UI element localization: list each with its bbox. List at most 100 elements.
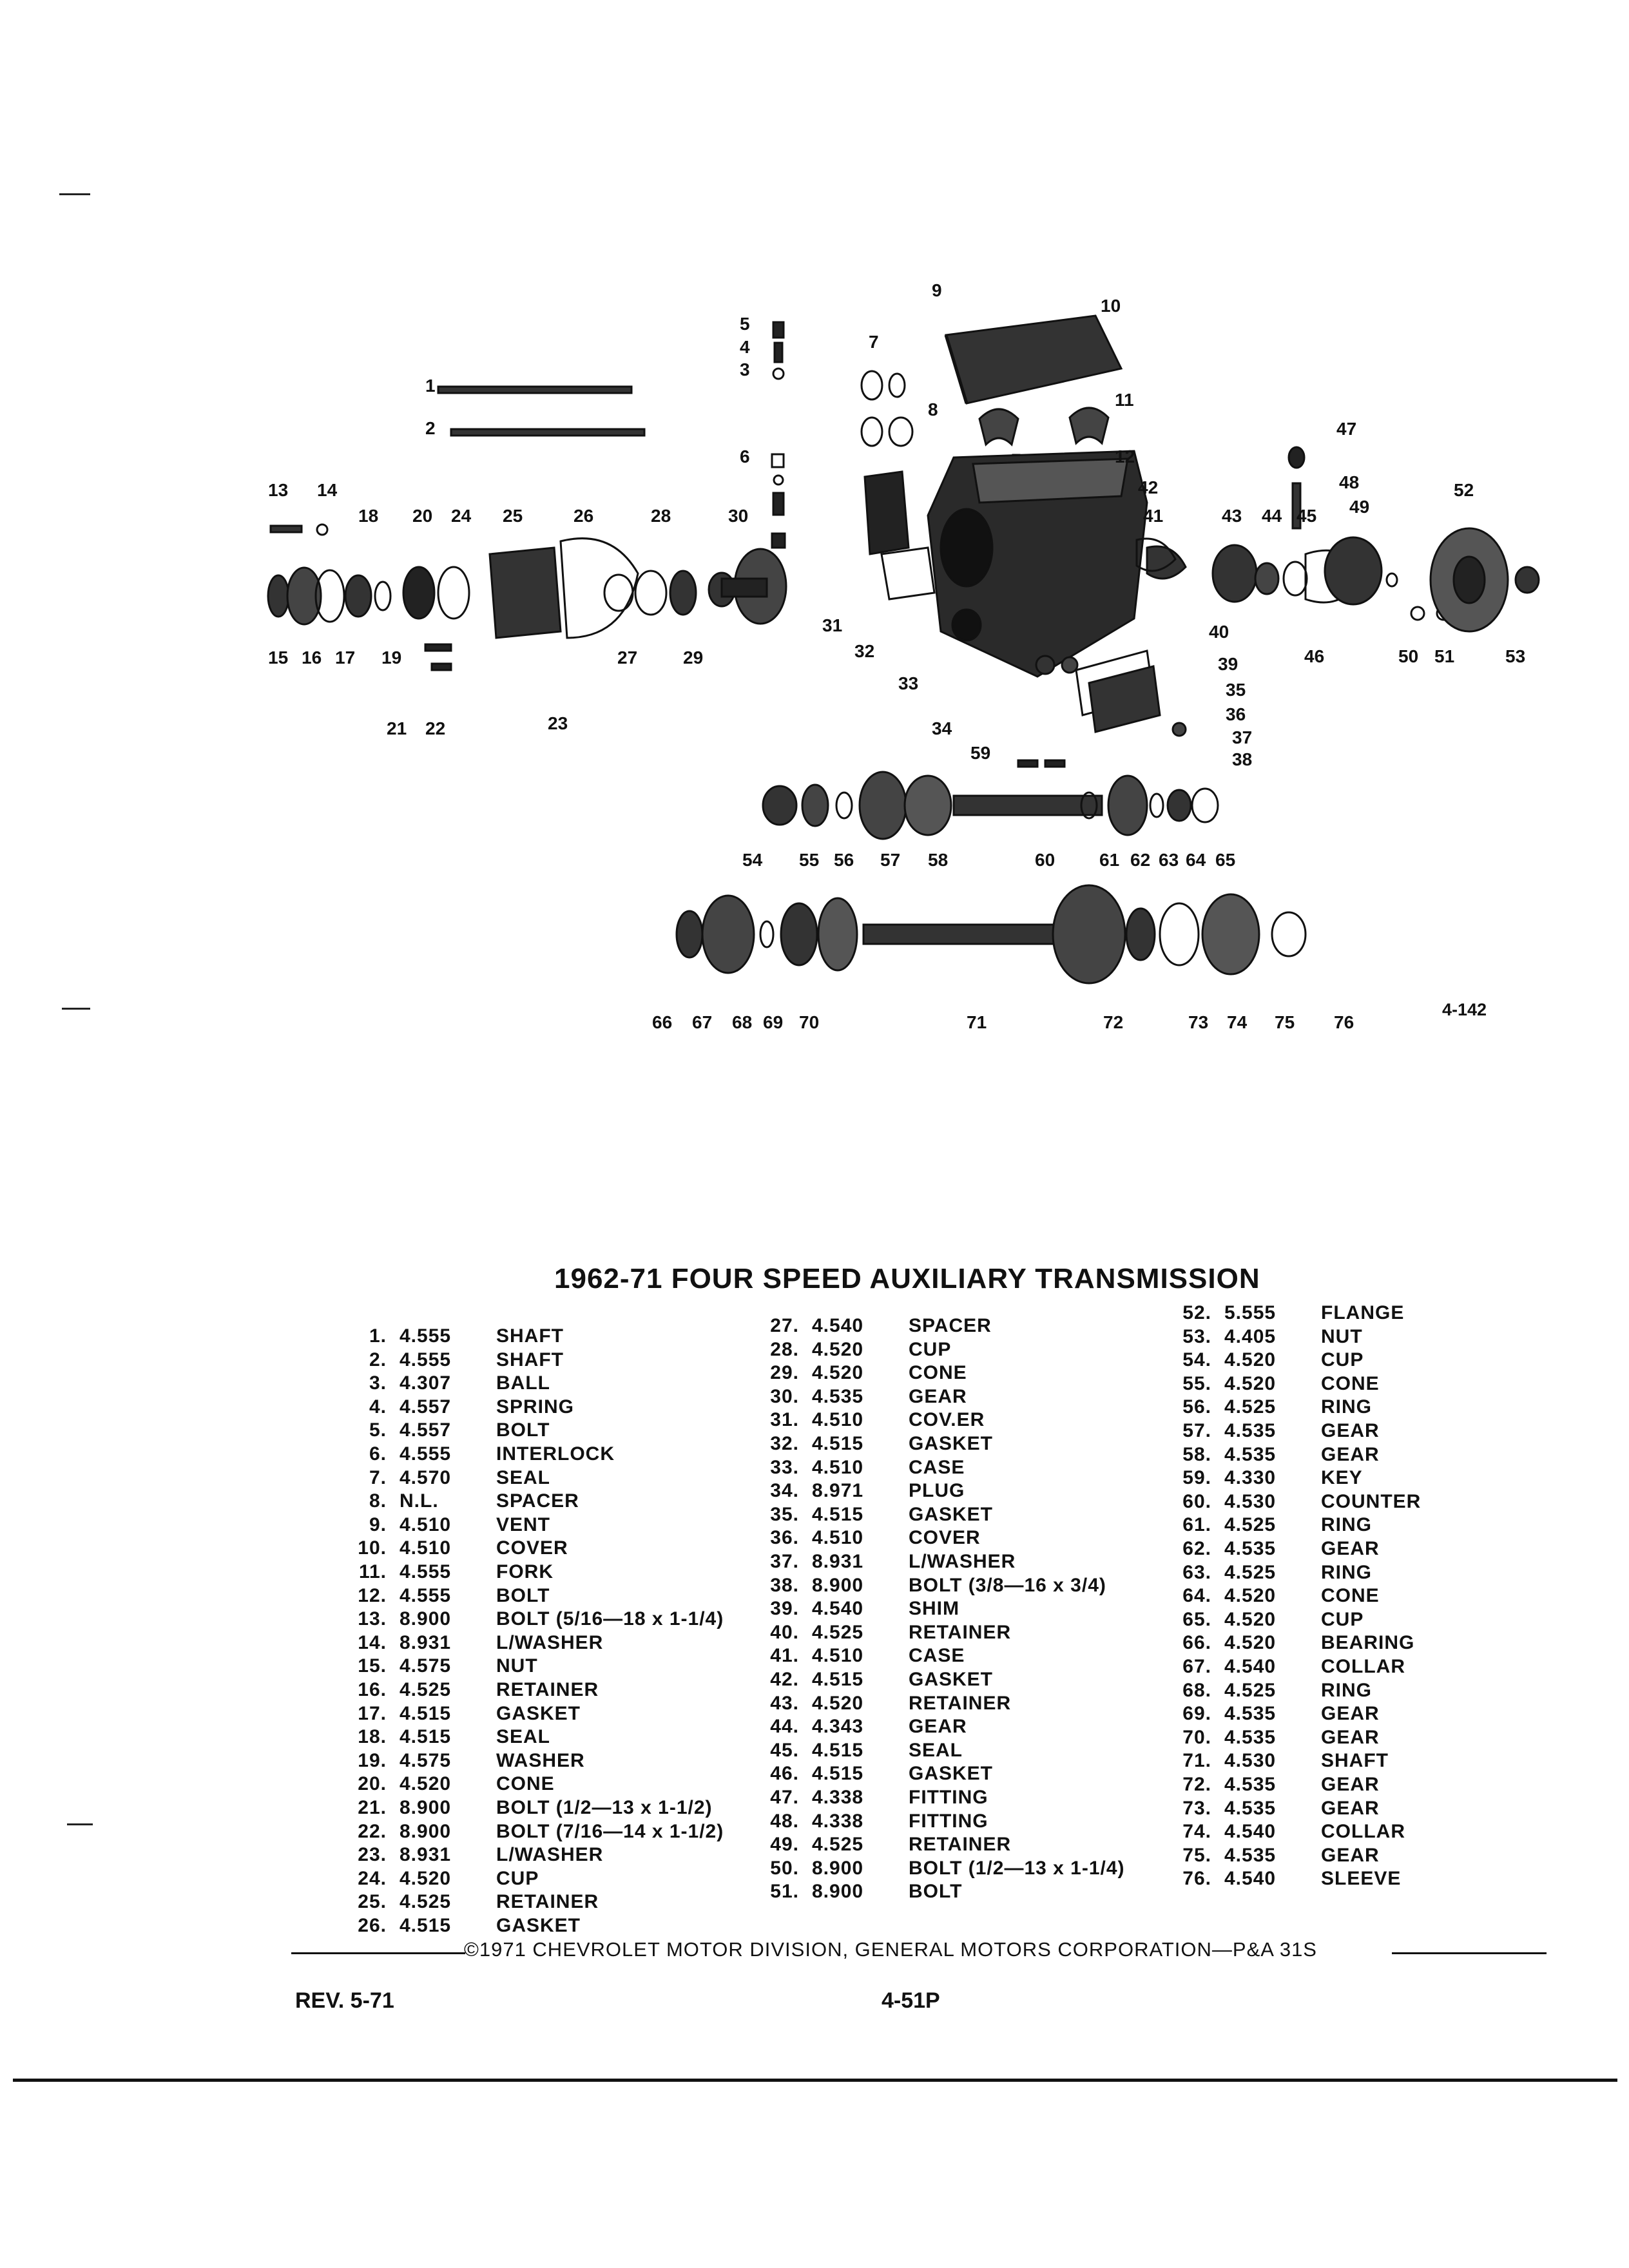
part-number: 4. bbox=[369, 1396, 387, 1418]
part-number: 30. bbox=[770, 1385, 799, 1407]
part-number: 69. bbox=[1182, 1703, 1211, 1725]
part-name: GASKET bbox=[496, 1702, 581, 1724]
part-name: GASKET bbox=[909, 1669, 994, 1690]
callout-label: 36 bbox=[1226, 704, 1246, 724]
diagram-code: 4-142 bbox=[1442, 1000, 1487, 1019]
part-code: 4.525 bbox=[812, 1621, 864, 1643]
part-code: 4.540 bbox=[1224, 1656, 1277, 1677]
part-code: 4.520 bbox=[1224, 1372, 1277, 1394]
margin-mark bbox=[67, 1823, 93, 1825]
part-number: 11. bbox=[358, 1561, 387, 1582]
part-code: 4.515 bbox=[400, 1726, 452, 1748]
callout-label: 24 bbox=[451, 506, 472, 526]
callout-label: 2 bbox=[425, 418, 436, 438]
part-number: 38. bbox=[770, 1574, 799, 1596]
callout-label: 20 bbox=[412, 506, 432, 526]
callout-label: 21 bbox=[387, 718, 407, 738]
callout-label: 16 bbox=[302, 648, 322, 668]
callout-label: 54 bbox=[742, 850, 763, 870]
callout-label: 6 bbox=[740, 447, 750, 466]
part-number: 3. bbox=[369, 1372, 387, 1394]
part-code: 4.535 bbox=[1224, 1420, 1277, 1441]
part-number: 66. bbox=[1182, 1632, 1211, 1654]
part-code: 4.525 bbox=[812, 1834, 864, 1856]
part-number: 37. bbox=[770, 1551, 799, 1572]
part-code: 4.520 bbox=[400, 1773, 452, 1795]
part-number: 31. bbox=[770, 1409, 799, 1431]
callout-label: 13 bbox=[268, 480, 288, 500]
page-title: 1962-71 FOUR SPEED AUXILIARY TRANSMISSIO… bbox=[554, 1263, 1260, 1294]
part-code: 4.555 bbox=[400, 1561, 452, 1582]
part-name: GEAR bbox=[1321, 1703, 1380, 1725]
callout-label: 39 bbox=[1218, 654, 1238, 674]
part-number: 9. bbox=[369, 1514, 387, 1535]
part-name: SPRING bbox=[496, 1396, 575, 1418]
part-number: 33. bbox=[770, 1456, 799, 1478]
part-name: RETAINER bbox=[909, 1621, 1012, 1643]
part-number: 63. bbox=[1182, 1561, 1211, 1583]
part-name: SLEEVE bbox=[1321, 1868, 1402, 1890]
part-number: 47. bbox=[770, 1787, 799, 1808]
part-name: WASHER bbox=[496, 1749, 585, 1771]
part-code: 4.535 bbox=[1224, 1844, 1277, 1866]
part-name: KEY bbox=[1321, 1467, 1363, 1489]
callout-label: 60 bbox=[1035, 850, 1055, 870]
part-name: GEAR bbox=[1321, 1420, 1380, 1441]
part-name: CONE bbox=[909, 1362, 967, 1384]
part-number: 20. bbox=[358, 1773, 387, 1795]
callout-label: 53 bbox=[1505, 646, 1525, 666]
part-number: 73. bbox=[1182, 1797, 1211, 1819]
callout-label: 12 bbox=[1115, 447, 1135, 466]
callout-label: 64 bbox=[1186, 850, 1206, 870]
part-name: SEAL bbox=[909, 1739, 963, 1761]
callout-label: 57 bbox=[880, 850, 900, 870]
margin-mark bbox=[62, 1008, 90, 1010]
part-name: SHAFT bbox=[496, 1325, 564, 1347]
part-name: BOLT (7/16—14 x 1-1/2) bbox=[496, 1820, 724, 1842]
part-name: NUT bbox=[1321, 1325, 1363, 1347]
callout-label: 56 bbox=[834, 850, 854, 870]
part-number: 74. bbox=[1182, 1821, 1211, 1843]
part-name: NUT bbox=[496, 1655, 538, 1677]
part-number: 58. bbox=[1182, 1443, 1211, 1465]
part-name: RING bbox=[1321, 1514, 1372, 1536]
page-number: 4-51P bbox=[882, 1988, 940, 2013]
callout-label: 28 bbox=[651, 506, 671, 526]
part-code: 4.520 bbox=[1224, 1632, 1277, 1654]
part-number: 39. bbox=[770, 1598, 799, 1620]
callout-label: 58 bbox=[928, 850, 948, 870]
part-number: 68. bbox=[1182, 1679, 1211, 1701]
part-name: L/WASHER bbox=[496, 1631, 604, 1653]
part-code: 4.540 bbox=[1224, 1821, 1277, 1843]
part-code: 4.570 bbox=[400, 1466, 452, 1488]
part-code: 4.510 bbox=[812, 1456, 864, 1478]
callout-label: 37 bbox=[1232, 727, 1252, 747]
part-number: 16. bbox=[358, 1679, 387, 1700]
part-code: 4.555 bbox=[400, 1349, 452, 1370]
part-name: GASKET bbox=[496, 1915, 581, 1936]
part-name: COUNTER bbox=[1321, 1490, 1422, 1512]
part-number: 17. bbox=[358, 1702, 387, 1724]
part-name: BOLT bbox=[496, 1419, 550, 1441]
part-number: 25. bbox=[358, 1891, 387, 1913]
part-name: BOLT bbox=[496, 1584, 550, 1606]
callout-label: 5 bbox=[740, 314, 750, 334]
part-number: 49. bbox=[770, 1834, 799, 1856]
margin-mark bbox=[59, 193, 90, 195]
part-number: 70. bbox=[1182, 1726, 1211, 1748]
part-name: COV.ER bbox=[909, 1409, 985, 1431]
callout-label: 15 bbox=[268, 648, 288, 668]
part-number: 43. bbox=[770, 1692, 799, 1714]
callout-label: 75 bbox=[1275, 1012, 1295, 1032]
part-number: 62. bbox=[1182, 1538, 1211, 1559]
part-code: 4.338 bbox=[812, 1787, 864, 1808]
part-name: GEAR bbox=[1321, 1443, 1380, 1465]
part-code: 4.307 bbox=[400, 1372, 452, 1394]
part-name: CONE bbox=[1321, 1372, 1380, 1394]
part-name: GEAR bbox=[909, 1385, 967, 1407]
part-number: 14. bbox=[358, 1631, 387, 1653]
part-name: RING bbox=[1321, 1396, 1372, 1418]
callout-label: 32 bbox=[854, 641, 874, 661]
part-code: 4.510 bbox=[812, 1527, 864, 1549]
part-number: 27. bbox=[770, 1315, 799, 1336]
